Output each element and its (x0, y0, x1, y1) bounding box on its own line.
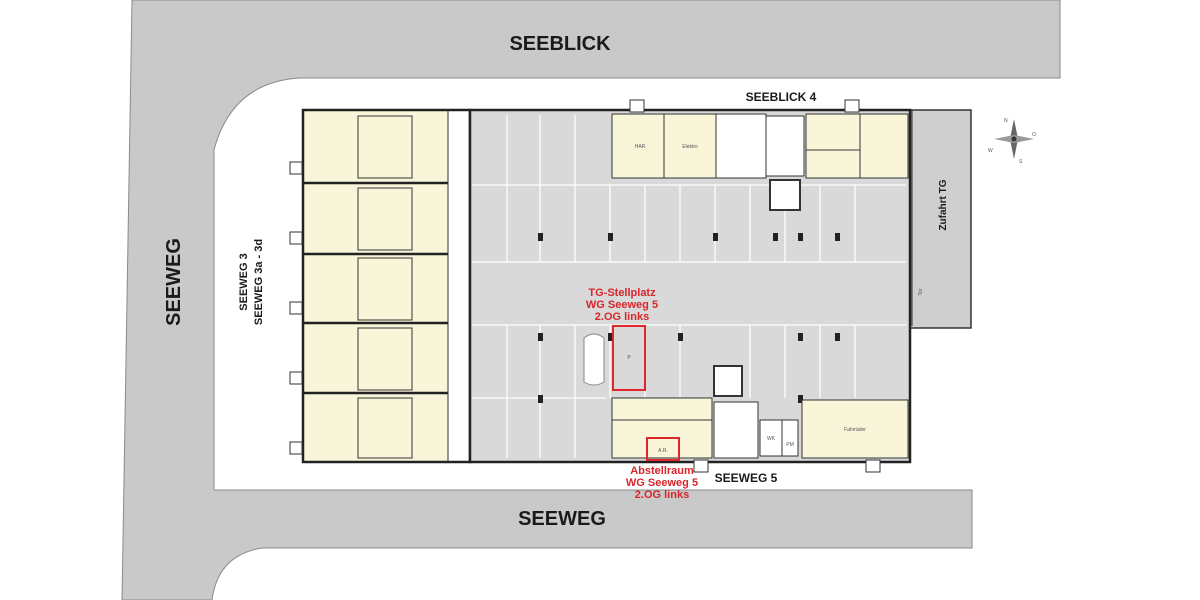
left-corridor (448, 110, 470, 462)
building-label-seeweg-3a-3d: SEEWEG 3a - 3d (253, 239, 265, 325)
roads (121, 0, 1061, 600)
stairwell-seeweg-5 (713, 401, 759, 459)
compass-n: N (1004, 118, 1008, 124)
street-label-seeblick: SEEBLICK (509, 33, 611, 55)
room-label-tor: Tor (918, 288, 924, 295)
street-label-seeweg-left: SEEWEG (163, 238, 185, 326)
garage-outline (468, 108, 912, 464)
bottom-rooms: A.R. WK PM Fahrräder (611, 365, 909, 473)
left-building (289, 108, 472, 464)
building-label-seeweg-5: SEEWEG 5 (715, 471, 778, 485)
compass-o: O (1032, 132, 1036, 138)
parking-note-line3: 2.OG links (595, 311, 649, 323)
highlighted-parking-spot (612, 325, 646, 391)
storage-note-line3: 2.OG links (635, 489, 689, 501)
room-label-ar: A.R. (658, 448, 668, 454)
elevator-seeweg-5 (713, 365, 743, 397)
storage-note-line1: Abstellraum (630, 465, 694, 477)
room-label-har: HAR (635, 144, 646, 150)
room-label-fahrraeder: Fahrräder (844, 427, 866, 433)
ramp-label: Zufahrt TG (938, 179, 949, 230)
car-icon (583, 333, 605, 386)
parking-note: TG-Stellplatz WG Seeweg 5 2.OG links (586, 287, 658, 323)
elevator-seeblick-4 (769, 179, 801, 211)
ramp: Zufahrt TG Tor (906, 109, 972, 329)
room-label-pm: PM (786, 442, 794, 448)
top-rooms: HAR Elektro (611, 99, 909, 211)
room-label-wk: WK (767, 436, 776, 442)
left-building-floor (303, 110, 448, 462)
compass-w: W (988, 148, 993, 154)
parking-note-line2: WG Seeweg 5 (586, 299, 658, 311)
street-label-seeweg-bottom: SEEWEG (518, 508, 606, 530)
stairwell-seeblick-4 (765, 115, 805, 177)
compass-s: S (1019, 159, 1023, 165)
storage-note: Abstellraum WG Seeweg 5 2.OG links (626, 465, 698, 501)
room-label-p: P (627, 355, 631, 361)
room-label-elektro: Elektro (682, 144, 698, 150)
parking-note-line1: TG-Stellplatz (588, 287, 656, 299)
road-seeblick (121, 0, 1061, 600)
building-label-seeblick-4: SEEBLICK 4 (746, 90, 817, 104)
storage-note-line2: WG Seeweg 5 (626, 477, 698, 489)
compass-icon: N O S W (988, 118, 1036, 165)
building-label-seeweg-3: SEEWEG 3 (238, 253, 250, 310)
highlighted-storage-room (646, 437, 680, 461)
